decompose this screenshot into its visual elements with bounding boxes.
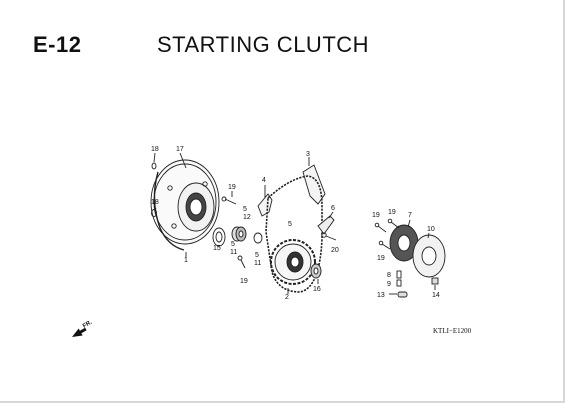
front-direction-arrow bbox=[72, 327, 87, 337]
direction-label: FR. bbox=[82, 320, 94, 330]
part-label: 12 bbox=[243, 214, 251, 221]
part-label: 14 bbox=[432, 292, 440, 299]
part-label: 13 bbox=[377, 292, 385, 299]
part-labels: 18 17 19 18 5 12 15 5 11 5 11 19 1 4 3 5… bbox=[151, 146, 440, 301]
part-label: 20 bbox=[331, 247, 339, 254]
part-label: 5 bbox=[231, 241, 235, 248]
bolt-20 bbox=[321, 232, 337, 241]
part-label: 15 bbox=[213, 245, 221, 252]
reference-code: KTLI−E1200 bbox=[433, 327, 472, 335]
part-label: 6 bbox=[331, 205, 335, 212]
part-label: 5 bbox=[243, 206, 247, 213]
key-14 bbox=[431, 277, 439, 285]
part-label: 11 bbox=[230, 249, 237, 256]
lever-6 bbox=[317, 215, 335, 235]
plunger-9 bbox=[396, 279, 402, 287]
bolt-19a bbox=[221, 196, 237, 205]
part-label: 16 bbox=[313, 286, 321, 293]
tensioner-3 bbox=[302, 164, 326, 205]
part-label: 10 bbox=[427, 226, 435, 233]
bearing-12 bbox=[231, 226, 247, 242]
roller-13 bbox=[397, 291, 408, 298]
starting-clutch-housing bbox=[150, 159, 220, 251]
part-label: 17 bbox=[176, 146, 184, 153]
part-label: 8 bbox=[387, 272, 391, 279]
ring-18a bbox=[151, 162, 157, 170]
sprocket-2 bbox=[270, 239, 316, 285]
clutch-hub-7 bbox=[389, 224, 419, 262]
part-label: 11 bbox=[254, 260, 261, 267]
part-label: 19 bbox=[228, 184, 236, 191]
part-label: 2 bbox=[285, 294, 289, 301]
ring-5 bbox=[253, 232, 263, 244]
drive-chain bbox=[265, 175, 323, 293]
bolt-19d bbox=[387, 218, 400, 229]
part-label: 19 bbox=[388, 209, 396, 216]
part-label: 7 bbox=[408, 212, 412, 219]
part-label: 19 bbox=[240, 278, 248, 285]
bolt-19c bbox=[374, 222, 387, 233]
spring-8 bbox=[396, 270, 402, 279]
part-label: 5 bbox=[255, 252, 259, 259]
ring-18b bbox=[151, 209, 157, 217]
section-code: E-12 bbox=[33, 32, 82, 57]
washer-15 bbox=[212, 227, 226, 247]
part-label: 18 bbox=[151, 199, 159, 206]
bolt-19b bbox=[237, 255, 246, 269]
part-label: 9 bbox=[387, 281, 391, 288]
clutch-outer-10 bbox=[412, 234, 446, 278]
part-label: 18 bbox=[151, 146, 159, 153]
section-title: STARTING CLUTCH bbox=[157, 32, 370, 57]
part-label: 19 bbox=[372, 212, 380, 219]
part-label: 19 bbox=[377, 255, 385, 262]
part-label: 4 bbox=[262, 177, 266, 184]
part-label: 1 bbox=[184, 257, 188, 264]
part-label: 5 bbox=[288, 221, 292, 228]
bolt-19e bbox=[378, 240, 391, 250]
part-label: 3 bbox=[306, 151, 310, 158]
